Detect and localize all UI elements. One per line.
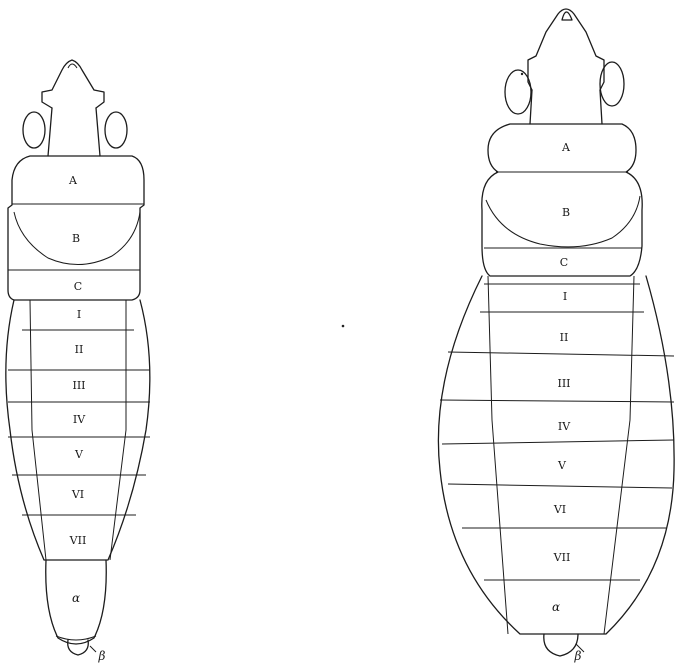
left-label-VII: VII xyxy=(69,534,87,547)
left-specimen-figure: A B C I II III IV V VI VII α β xyxy=(6,60,150,663)
left-label-IV: IV xyxy=(73,413,86,426)
left-label-beta: β xyxy=(98,649,106,663)
left-label-A: A xyxy=(68,174,78,187)
left-label-VI: VI xyxy=(71,488,84,501)
right-label-VII: VII xyxy=(553,551,571,564)
right-label-C: C xyxy=(560,256,568,269)
left-label-B: B xyxy=(72,232,80,245)
stray-dot xyxy=(342,325,345,328)
right-head-outline xyxy=(528,9,604,90)
left-eye-left xyxy=(23,112,45,148)
right-label-IV: IV xyxy=(558,420,571,433)
right-label-alpha: α xyxy=(552,600,560,614)
left-label-V: V xyxy=(74,448,84,461)
right-label-V: V xyxy=(557,459,567,472)
right-label-II: II xyxy=(560,331,569,344)
left-label-II: II xyxy=(75,343,84,356)
left-label-III: III xyxy=(72,379,85,392)
right-label-I: I xyxy=(563,290,567,303)
right-eye-left xyxy=(505,70,531,114)
left-label-C: C xyxy=(74,280,82,293)
right-tip-outline xyxy=(544,634,578,656)
right-label-VI: VI xyxy=(553,503,566,516)
left-eye-right xyxy=(105,112,127,148)
right-label-B: B xyxy=(562,206,570,219)
left-label-I: I xyxy=(77,308,81,321)
left-label-alpha: α xyxy=(72,591,80,605)
left-abdomen-outline xyxy=(6,300,150,560)
right-label-beta: β xyxy=(574,649,582,663)
right-label-III: III xyxy=(557,377,570,390)
right-label-A: A xyxy=(561,141,571,154)
left-head-outline xyxy=(42,60,104,108)
right-specimen-figure: A B C I II III IV V VI VII α β xyxy=(438,9,674,663)
